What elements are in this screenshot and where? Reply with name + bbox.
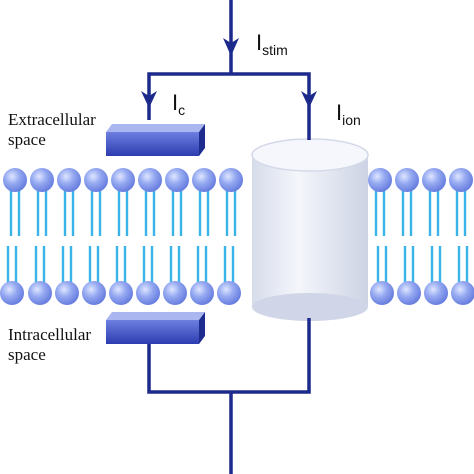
- lipid-head: [3, 168, 27, 192]
- lipid-head: [138, 168, 162, 192]
- lipid-head: [55, 281, 79, 305]
- i-stim-label: Istim: [256, 30, 288, 58]
- lipid-head: [451, 281, 474, 305]
- lipid-head: [424, 281, 448, 305]
- intracellular-space-label: Intracellular space: [8, 325, 92, 364]
- ion-channel-top: [251, 138, 369, 172]
- lipid-head: [82, 281, 106, 305]
- branch-wire-bottom: [147, 318, 311, 394]
- lipid-head: [111, 168, 135, 192]
- lipid-head: [84, 168, 108, 192]
- lipid-head: [136, 281, 160, 305]
- ion-channel-bottom: [252, 293, 368, 321]
- lipid-head: [57, 168, 81, 192]
- lipid-tails-lower: [6, 246, 469, 290]
- lipid-head: [163, 281, 187, 305]
- i-c-label: Ic: [172, 90, 186, 118]
- lipid-head: [370, 281, 394, 305]
- i-stim-arrow: [223, 38, 239, 56]
- lipid-head: [109, 281, 133, 305]
- lipid-head: [368, 168, 392, 192]
- i-ion-arrow: [301, 91, 317, 108]
- lipid-head: [190, 281, 214, 305]
- lipid-tails-upper: [9, 186, 467, 236]
- i-c-arrow: [141, 91, 157, 108]
- extracellular-space-label: Extracellular space: [8, 110, 96, 149]
- ion-channel-body: [252, 155, 368, 307]
- i-ion-label: Iion: [336, 100, 361, 128]
- current-arrows: [141, 38, 317, 108]
- lipid-head: [192, 168, 216, 192]
- capacitor-plate-bottom: [106, 312, 205, 344]
- ion-channel: [251, 138, 369, 321]
- lipid-head: [449, 168, 473, 192]
- lipid-head: [397, 281, 421, 305]
- lipid-head: [217, 281, 241, 305]
- lipid-head: [395, 168, 419, 192]
- lipid-head: [219, 168, 243, 192]
- lipid-heads-upper: [3, 168, 473, 192]
- lipid-head: [422, 168, 446, 192]
- lipid-head: [28, 281, 52, 305]
- lipid-bilayer: [0, 168, 474, 305]
- lipid-heads-lower: [0, 281, 474, 305]
- lipid-head: [165, 168, 189, 192]
- capacitor-plate-top: [106, 124, 205, 156]
- lipid-head: [30, 168, 54, 192]
- lipid-head: [0, 281, 24, 305]
